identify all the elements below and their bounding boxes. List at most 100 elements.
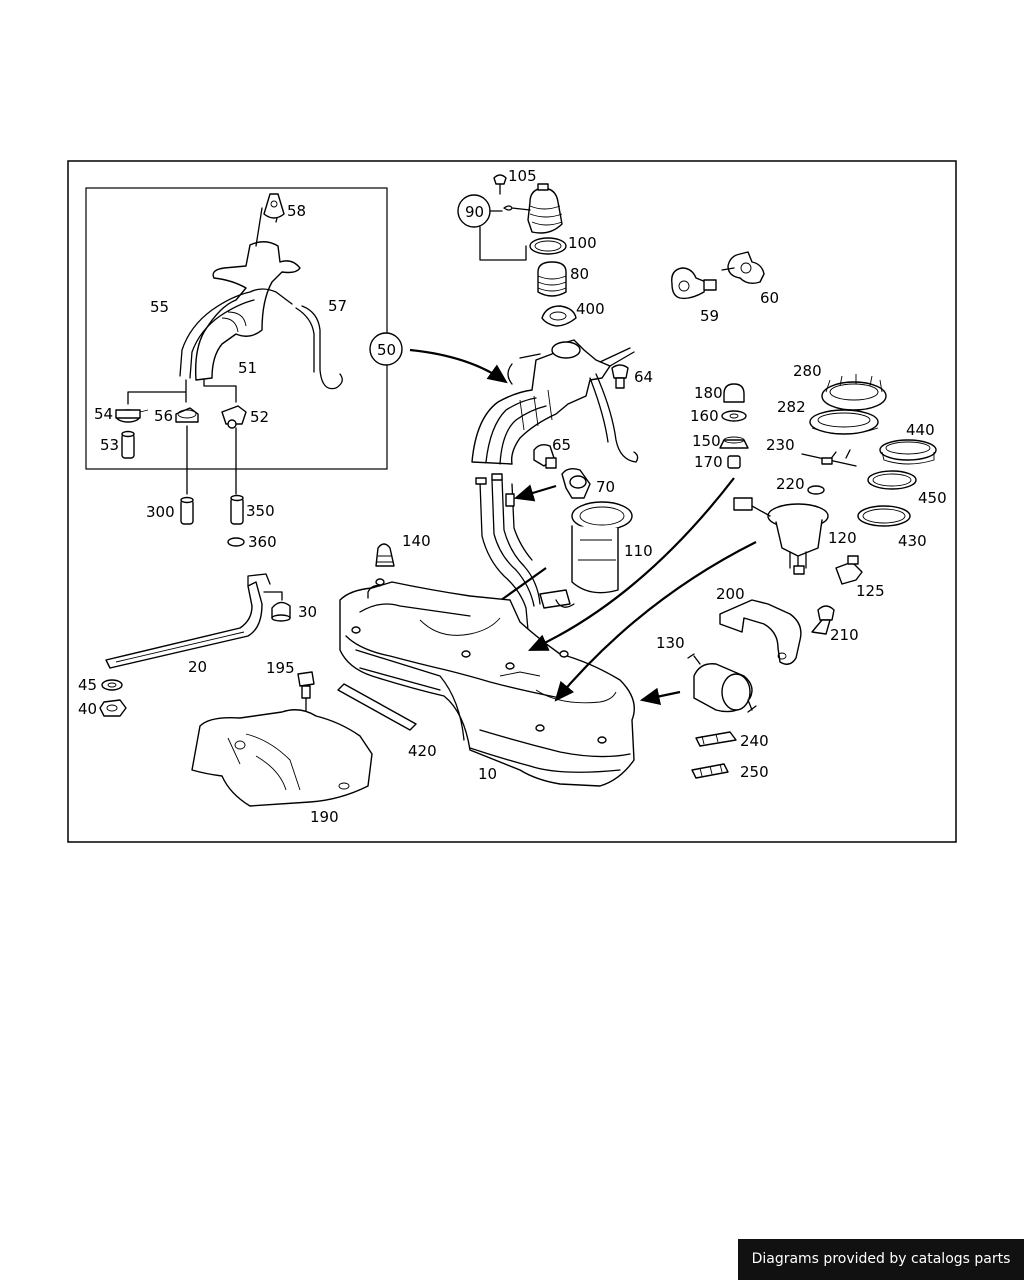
ring-430 — [857, 505, 911, 527]
sleeve-80 — [537, 261, 567, 297]
gasket-400 — [541, 305, 577, 327]
tank-strap-20 — [105, 573, 271, 669]
callout-230: 230 — [766, 436, 795, 454]
callout-59: 59 — [700, 307, 719, 325]
callout-110: 110 — [624, 542, 653, 560]
arrow-120 — [554, 541, 757, 702]
ring-440 — [879, 439, 937, 465]
callout-350: 350 — [246, 502, 275, 520]
leader-30 — [263, 591, 283, 601]
callout-labels: 58 55 57 51 54 56 52 53 300 350 360 105 … — [78, 167, 947, 826]
arrow-130 — [639, 687, 681, 705]
callout-250: 250 — [740, 763, 769, 781]
diagram-frame — [67, 160, 957, 843]
clamp-360 — [227, 537, 245, 547]
callout-280: 280 — [793, 362, 822, 380]
callout-120: 120 — [828, 529, 857, 547]
fuel-tank-10 — [339, 578, 635, 787]
filler-neck-assembly-50 — [471, 339, 639, 465]
callout-450: 450 — [918, 489, 947, 507]
level-sensor-230 — [801, 449, 857, 467]
sensor-125 — [835, 555, 863, 585]
credit-banner: Diagrams provided by catalogs parts — [738, 1239, 1024, 1280]
callout-130: 130 — [656, 634, 685, 652]
arrow-50 — [409, 348, 508, 384]
valve-70 — [561, 467, 591, 499]
spacer-170 — [727, 455, 741, 469]
callout-300: 300 — [146, 503, 175, 521]
callout-100: 100 — [568, 234, 597, 252]
callout-190: 190 — [310, 808, 339, 826]
bracket-200 — [719, 599, 802, 665]
callout-10: 10 — [478, 765, 497, 783]
leader-box-to-300-350 — [186, 425, 237, 495]
leader-90-bracket — [479, 210, 527, 261]
callout-65: 65 — [552, 436, 571, 454]
filler-neck-51 — [179, 205, 301, 381]
callout-70: 70 — [596, 478, 615, 496]
seal-282 — [809, 409, 879, 435]
ring-450 — [867, 470, 917, 490]
clip-240 — [695, 731, 737, 747]
grommet-150 — [719, 436, 749, 449]
callout-360: 360 — [248, 533, 277, 551]
hose-piece-300 — [180, 496, 194, 525]
callout-220: 220 — [776, 475, 805, 493]
vent-hose-57 — [295, 305, 343, 390]
callout-57: 57 — [328, 297, 347, 315]
fuel-cap-90 — [503, 183, 563, 234]
valve-65 — [533, 443, 557, 469]
callout-210: 210 — [830, 626, 859, 644]
callout-440: 440 — [906, 421, 935, 439]
callout-52: 52 — [250, 408, 269, 426]
arrow-70 — [513, 484, 557, 502]
washer-45 — [101, 679, 123, 691]
insulation-strip-420 — [337, 683, 417, 731]
fuel-sender-120 — [733, 497, 829, 575]
cap-180 — [723, 383, 745, 403]
clamp-56 — [175, 407, 199, 423]
callout-282: 282 — [777, 398, 806, 416]
callout-45: 45 — [78, 676, 97, 694]
callout-80: 80 — [570, 265, 589, 283]
callout-105: 105 — [508, 167, 537, 185]
clip-250 — [691, 763, 729, 779]
washer-160 — [721, 410, 747, 422]
holder-60 — [721, 251, 765, 285]
clamp-54 — [115, 409, 149, 423]
callout-140: 140 — [402, 532, 431, 550]
callout-180: 180 — [694, 384, 723, 402]
bump-stop-140 — [375, 543, 395, 567]
callout-56: 56 — [154, 407, 173, 425]
callout-420: 420 — [408, 742, 437, 760]
leader-51-52-bracket — [127, 379, 237, 405]
callout-53: 53 — [100, 436, 119, 454]
nut-40 — [99, 699, 127, 717]
callout-160: 160 — [690, 407, 719, 425]
screw-210 — [811, 605, 835, 635]
fuel-pump-110 — [539, 501, 633, 609]
callout-170: 170 — [694, 453, 723, 471]
callout-125: 125 — [856, 582, 885, 600]
fuel-filter-130 — [687, 653, 757, 713]
callout-150: 150 — [692, 432, 721, 450]
clamp-52 — [221, 405, 247, 429]
callout-64: 64 — [634, 368, 653, 386]
hose-piece-53 — [121, 430, 135, 459]
screw-64 — [611, 364, 629, 389]
callout-58: 58 — [287, 202, 306, 220]
callout-20: 20 — [188, 658, 207, 676]
heat-shield-190 — [191, 709, 373, 807]
callout-55: 55 — [150, 298, 169, 316]
nut-30 — [271, 601, 291, 622]
clip-58 — [263, 193, 285, 219]
o-ring-220 — [807, 485, 825, 495]
callout-200: 200 — [716, 585, 745, 603]
hose-piece-350 — [230, 494, 244, 525]
lock-ring-280 — [821, 374, 887, 411]
retaining-strap-105 — [493, 174, 507, 195]
callout-60: 60 — [760, 289, 779, 307]
callout-430: 430 — [898, 532, 927, 550]
callout-50: 50 — [377, 341, 396, 359]
callout-90: 90 — [465, 203, 484, 221]
